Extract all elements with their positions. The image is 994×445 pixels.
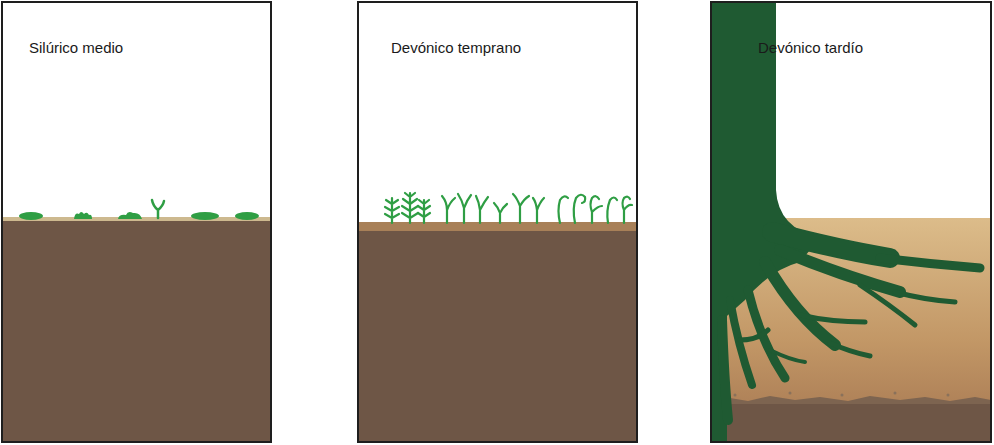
curled-plant [574, 195, 585, 223]
gravel [734, 392, 950, 397]
root [740, 330, 768, 340]
tree [711, 2, 980, 442]
period-label: Devónico tardío [758, 39, 863, 57]
tree-trunk-edge [711, 2, 727, 442]
gravel-grain [841, 394, 844, 397]
period-label: Silúrico medio [29, 39, 123, 57]
curled-plant [591, 196, 603, 223]
root [730, 300, 752, 385]
period-label: Devónico temprano [391, 39, 521, 57]
early-plant [152, 200, 164, 218]
late-devonian-scene [711, 2, 991, 442]
root [800, 315, 865, 322]
root [770, 350, 805, 362]
gravel-grain [894, 392, 897, 395]
soil [358, 226, 637, 442]
early-devonian-scene [358, 193, 637, 442]
bedrock-layer [711, 402, 991, 442]
fern-plant [385, 198, 399, 223]
period-panel: Silúrico medio [1, 1, 272, 443]
silurian-scene [2, 200, 271, 442]
moss-patch [191, 212, 219, 220]
bedrock-edge [711, 396, 991, 404]
gravel-grain [734, 394, 737, 397]
fern-plant [418, 200, 430, 223]
fern-plant [402, 193, 418, 223]
period-panel: Devónico tardío [710, 1, 992, 443]
root [880, 258, 980, 268]
branching-plant [476, 196, 488, 223]
branching-plant [513, 194, 529, 223]
soil [2, 220, 271, 442]
root [830, 343, 870, 356]
moss-patch [235, 212, 259, 220]
branching-plant [533, 198, 544, 223]
soil-surface [358, 222, 637, 231]
root [895, 292, 955, 302]
root [860, 285, 915, 325]
curled-plant [623, 197, 633, 223]
curled-plant [607, 198, 617, 224]
gravel-grain [789, 392, 792, 395]
branching-plant [442, 196, 455, 223]
root [780, 250, 900, 292]
moss-patch [118, 212, 142, 219]
root [765, 262, 835, 345]
period-panel: Devónico temprano [357, 1, 638, 443]
plant-group [385, 193, 632, 223]
moss-patch [19, 212, 43, 220]
moss-patch [74, 212, 92, 219]
branching-plant [458, 194, 471, 223]
root [722, 320, 728, 420]
curled-plant [559, 196, 569, 223]
gravel-grain [947, 394, 950, 397]
branching-plant [494, 203, 507, 223]
